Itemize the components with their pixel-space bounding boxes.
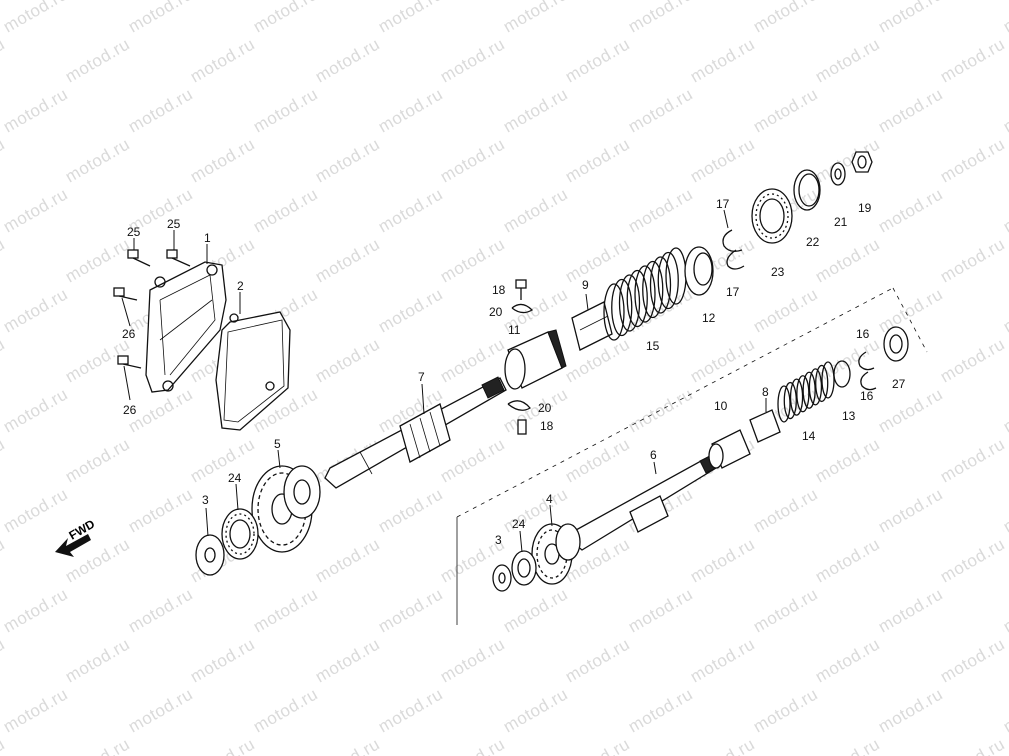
bolt-part-25b [166, 249, 191, 267]
gear-part-5 [251, 465, 321, 553]
hub-part-8 [749, 409, 781, 443]
gasket-part-2 [215, 311, 291, 431]
callout-16a: 16 [856, 327, 870, 341]
nut-part-19 [851, 151, 873, 173]
spring-coil [783, 381, 797, 420]
spring-coil [603, 283, 625, 341]
bearing-part-23 [751, 188, 793, 244]
hub-part-9 [571, 301, 613, 351]
bearing-part-24b [511, 550, 537, 586]
spring-coil [802, 371, 816, 409]
callout-25a: 25 [127, 225, 141, 239]
callout-17a: 17 [716, 197, 730, 211]
callout-7: 7 [418, 370, 425, 384]
callout-15: 15 [646, 339, 660, 353]
callout-10: 10 [714, 399, 728, 413]
washer-part-13 [833, 360, 851, 388]
bolt-part-25a [127, 249, 151, 267]
spring-coil [665, 247, 687, 305]
spring-coil [777, 385, 791, 423]
callout-4: 4 [546, 492, 553, 506]
leader-lines [121, 209, 767, 553]
callout-24b: 24 [512, 517, 526, 531]
spring-coil [634, 265, 656, 323]
spring-coil [649, 256, 672, 314]
collar-part-10 [708, 429, 751, 469]
callout-20b: 20 [538, 401, 552, 415]
spring-coil [808, 368, 823, 406]
callout-20a: 20 [489, 305, 503, 319]
spring-coil [796, 375, 810, 413]
callout-21: 21 [834, 215, 848, 229]
spring-coil [821, 361, 835, 399]
shaft-part-7 [324, 376, 507, 489]
callout-5: 5 [274, 437, 281, 451]
fwd-arrow-icon: FWD [55, 517, 97, 557]
callout-13: 13 [842, 409, 856, 423]
callout-labels: 25 25 1 2 26 26 5 24 3 7 18 20 11 20 18 … [122, 197, 906, 547]
gear-part-4 [531, 523, 581, 585]
callout-8: 8 [762, 385, 769, 399]
callout-22: 22 [806, 235, 820, 249]
assembly-boundary [456, 287, 928, 625]
clip-part-20b [507, 400, 531, 411]
circlip-part-17 [722, 229, 745, 270]
washer-part-3a [195, 534, 225, 576]
bolt-part-18a [515, 279, 527, 300]
bracket-part-1 [145, 261, 227, 393]
callout-2: 2 [237, 279, 244, 293]
cup-part-12 [684, 246, 714, 296]
spring-coil [815, 364, 829, 403]
callout-14: 14 [802, 429, 816, 443]
spring-coil [618, 274, 641, 332]
shaft-part-6 [569, 454, 719, 551]
callout-9: 9 [582, 278, 589, 292]
spring-part-14 [777, 361, 835, 423]
callout-6: 6 [650, 448, 657, 462]
callout-27: 27 [892, 377, 906, 391]
callout-26a: 26 [122, 327, 136, 341]
spring-coil [611, 278, 633, 337]
callout-23: 23 [771, 265, 785, 279]
ring-part-22 [793, 169, 821, 211]
callout-19: 19 [858, 201, 872, 215]
bolt-part-26b [117, 355, 142, 369]
callout-3a: 3 [202, 493, 209, 507]
spring-coil [789, 378, 804, 416]
callout-24a: 24 [228, 471, 242, 485]
spring-coil [642, 260, 664, 319]
callout-3b: 3 [495, 533, 502, 547]
callout-18a: 18 [492, 283, 506, 297]
callout-25b: 25 [167, 217, 181, 231]
spring-coil [626, 269, 648, 328]
circlip-part-16 [858, 351, 877, 391]
callout-11: 11 [508, 323, 521, 337]
bolt-part-18b [517, 419, 527, 435]
washer-part-3b [492, 564, 512, 592]
bolt-part-26a [113, 287, 138, 301]
bearing-part-27 [883, 326, 909, 362]
spring-coil [657, 251, 679, 310]
collar-part-11 [504, 329, 567, 390]
spring-part-15 [603, 247, 687, 341]
callout-16b: 16 [860, 389, 874, 403]
bearing-part-24a [221, 508, 259, 560]
clip-part-20a [511, 303, 534, 314]
callout-18b: 18 [540, 419, 554, 433]
callout-26b: 26 [123, 403, 137, 417]
callout-1: 1 [204, 231, 211, 245]
callout-17b: 17 [726, 285, 740, 299]
washer-part-21 [830, 162, 846, 186]
callout-12: 12 [702, 311, 716, 325]
